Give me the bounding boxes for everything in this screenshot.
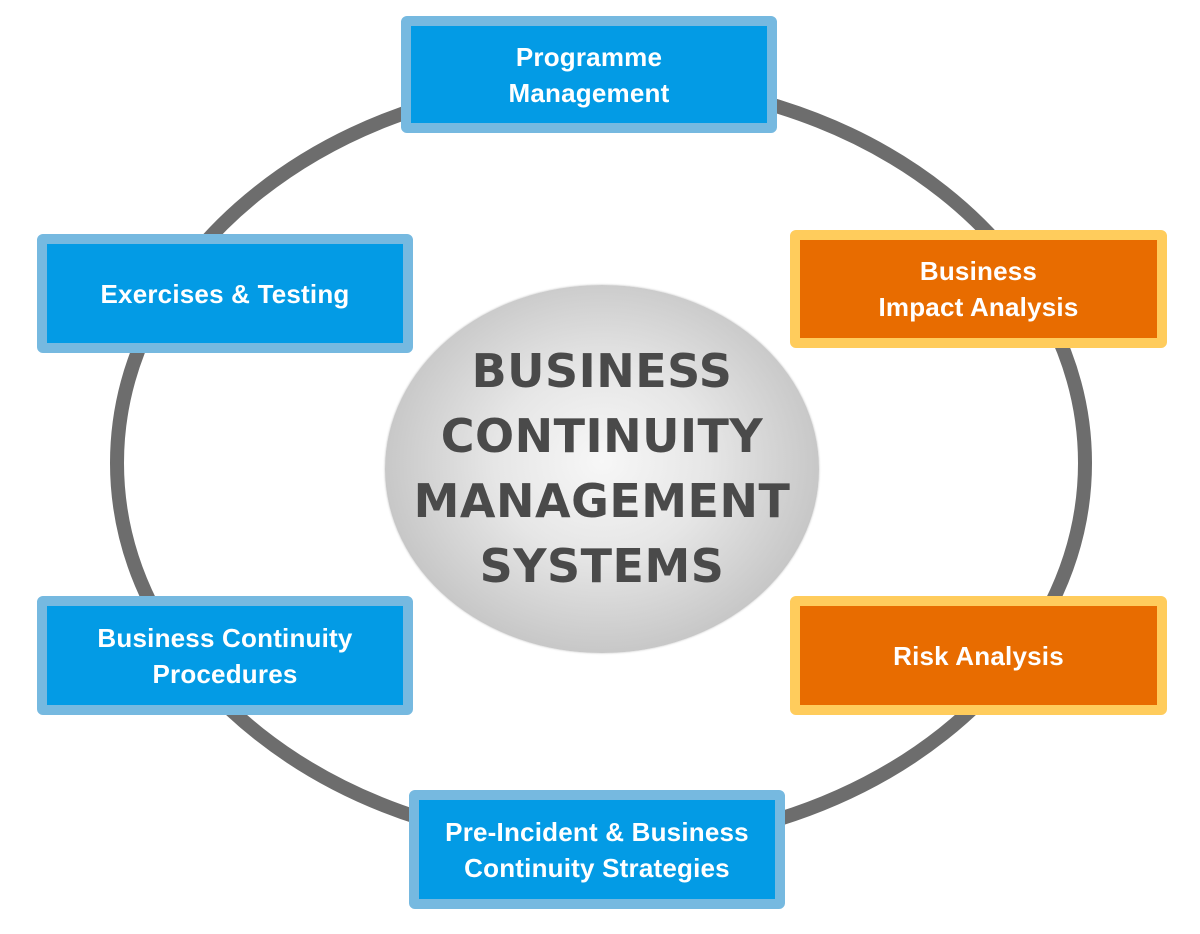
node-exercises-testing-label: Exercises & Testing — [100, 278, 350, 309]
node-procedures: Business Continuity Procedures — [37, 596, 413, 715]
center-title: BUSINESS CONTINUITY MANAGEMENT SYSTEMS — [413, 344, 791, 593]
node-business-impact-analysis-label: Business Impact Analysis — [878, 256, 1079, 322]
node-exercises-testing: Exercises & Testing — [37, 234, 413, 353]
node-risk-analysis-label: Risk Analysis — [893, 640, 1064, 671]
node-programme-management: Programme Management — [401, 16, 777, 133]
node-programme-management-label: Programme Management — [508, 41, 670, 108]
node-risk-analysis: Risk Analysis — [790, 596, 1167, 715]
center-ellipse: BUSINESS CONTINUITY MANAGEMENT SYSTEMS — [385, 285, 819, 653]
node-business-impact-analysis: Business Impact Analysis — [790, 230, 1167, 348]
node-strategies-label: Pre-Incident & Business Continuity Strat… — [445, 816, 749, 883]
node-strategies: Pre-Incident & Business Continuity Strat… — [409, 790, 785, 909]
node-procedures-label: Business Continuity Procedures — [97, 622, 353, 689]
